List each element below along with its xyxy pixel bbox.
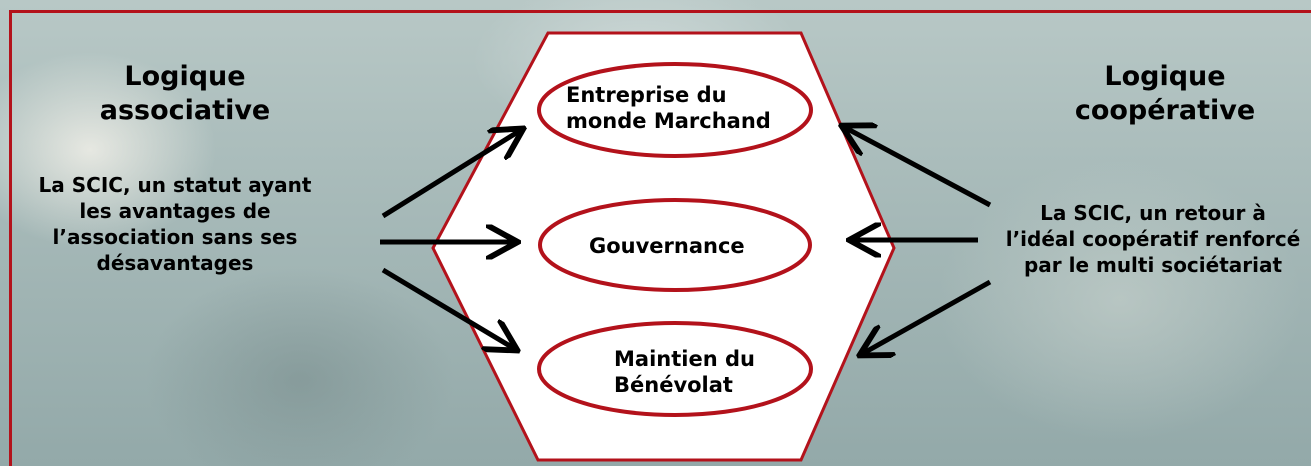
arrow-left-to-entreprise [381, 130, 521, 219]
node-label-entreprise: Entreprise du monde Marchand [566, 82, 816, 134]
left-heading-line1: Logique [124, 61, 246, 92]
arrow-left-to-benevolat [381, 267, 515, 349]
left-description-line: les avantages de [79, 199, 271, 223]
left-description: La SCIC, un statut ayant les avantages d… [20, 172, 330, 276]
node-ellipse-entreprise [537, 62, 813, 158]
right-description: La SCIC, un retour à l’idéal coopératif … [995, 200, 1311, 278]
right-description-line: par le multi sociétariat [1023, 253, 1283, 277]
node-label-line: Bénévolat [614, 373, 733, 397]
node-label-line: Gouvernance [589, 234, 745, 258]
node-label-benevolat: Maintien du Bénévolat [614, 346, 814, 398]
node-ellipse-benevolat [537, 321, 813, 417]
left-description-line: l’association sans ses [52, 225, 298, 249]
right-heading-line2: coopérative [1074, 95, 1256, 126]
left-heading-line2: associative [99, 95, 271, 126]
left-heading: Logique associative [70, 60, 300, 128]
left-description-line: La SCIC, un statut ayant [38, 173, 312, 197]
arrow-right-to-benevolat [862, 279, 992, 354]
node-label-gouvernance: Gouvernance [589, 233, 789, 259]
node-label-line: monde Marchand [566, 109, 771, 133]
node-ellipse-gouvernance [538, 198, 812, 292]
arrow-right-to-entreprise [844, 127, 992, 208]
right-description-line: l’idéal coopératif renforcé [1005, 227, 1301, 251]
left-description-line: désavantages [96, 251, 254, 275]
node-label-line: Entreprise du [566, 83, 727, 107]
right-heading: Logique coopérative [1050, 60, 1280, 128]
right-description-line: La SCIC, un retour à [1040, 201, 1266, 225]
right-heading-line1: Logique [1104, 61, 1226, 92]
slide-border [9, 10, 1311, 466]
node-label-line: Maintien du [614, 347, 755, 371]
